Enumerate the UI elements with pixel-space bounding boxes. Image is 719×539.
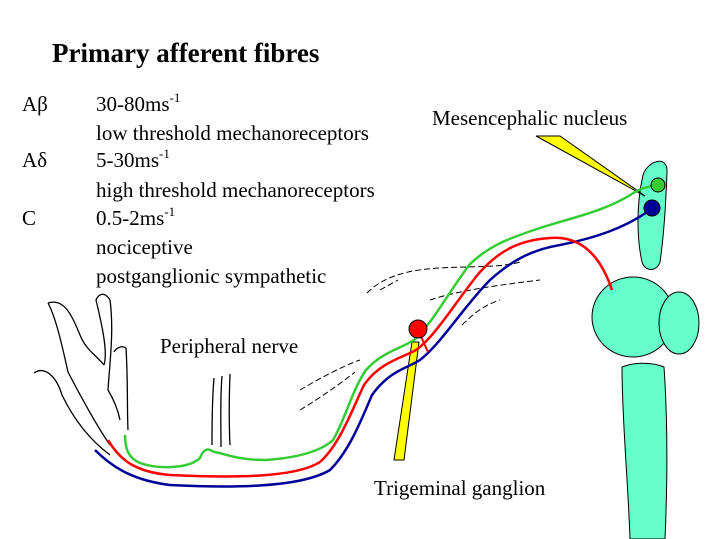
mesencephalic-pointer xyxy=(535,135,646,197)
fibre-desc-c-nociceptive: nociceptive xyxy=(96,235,193,259)
speed-exponent: -1 xyxy=(169,90,181,105)
fibre-speed-a-delta: 5-30ms-1 xyxy=(96,146,170,173)
spinal-cord xyxy=(621,362,668,539)
mesencephalic-nucleus-label: Mesencephalic nucleus xyxy=(432,106,628,130)
green-fibre xyxy=(123,184,657,469)
speed-value: 30-80ms xyxy=(96,92,170,116)
fibre-speed-a-beta: 30-80ms-1 xyxy=(96,90,181,117)
red-fibre xyxy=(106,236,614,478)
fibre-symbol-c: C xyxy=(22,206,37,230)
diagram-title: Primary afferent fibres xyxy=(52,38,320,68)
trigeminal-ganglion-label: Trigeminal ganglion xyxy=(374,476,546,500)
fibre-speed-c: 0.5-2ms-1 xyxy=(96,204,176,231)
fibre-desc-a-beta: low threshold mechanoreceptors xyxy=(96,121,369,145)
skin-outlines xyxy=(33,293,231,456)
mesencephalic-cell-green xyxy=(650,177,666,193)
ganglion-pointer xyxy=(393,341,420,461)
brainstem-lobe-right xyxy=(658,291,700,355)
fibre-symbol-a-delta: Aδ xyxy=(22,148,48,172)
dashed-contours xyxy=(299,261,541,411)
peripheral-nerve-label: Peripheral nerve xyxy=(160,334,299,358)
fibre-symbol-a-beta: Aβ xyxy=(22,92,48,116)
blue-fibre xyxy=(94,208,651,488)
speed-value: 0.5-2ms xyxy=(96,206,165,230)
ganglion-cell xyxy=(408,319,428,339)
fibre-desc-c-sympathetic: postganglionic sympathetic xyxy=(96,264,327,288)
speed-exponent: -1 xyxy=(164,204,176,219)
speed-exponent: -1 xyxy=(159,146,170,161)
fibre-desc-a-delta: high threshold mechanoreceptors xyxy=(96,178,375,202)
mesencephalic-cell-blue xyxy=(643,199,661,217)
speed-value: 5-30ms xyxy=(96,148,159,172)
